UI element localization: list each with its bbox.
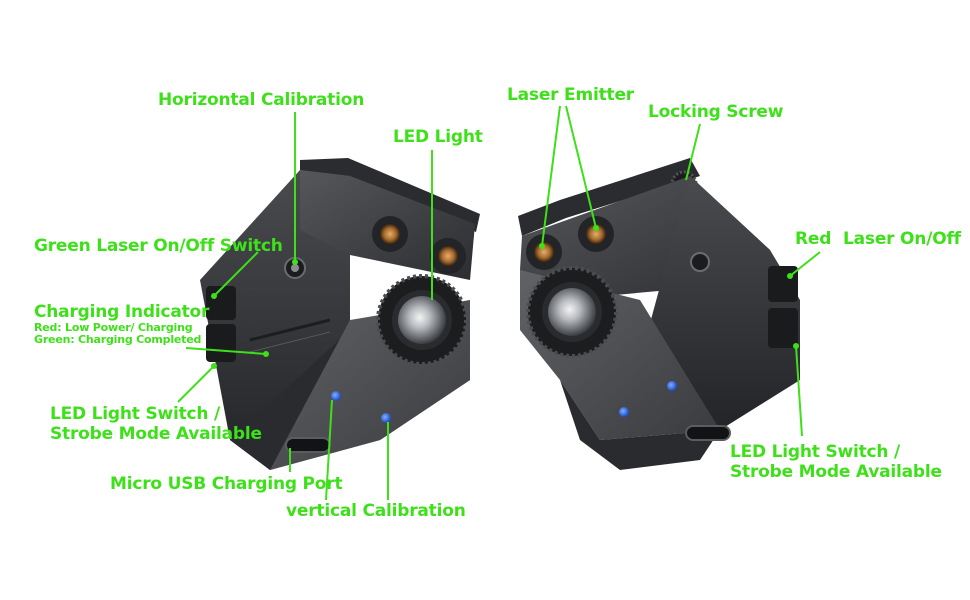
left-led-switch: [206, 324, 236, 362]
left-blue-led-1: [331, 391, 341, 401]
right-laser-emitter-1: [534, 242, 554, 262]
label-horizontal-calibration: Horizontal Calibration: [158, 90, 365, 110]
label-laser-emitter: Laser Emitter: [507, 85, 634, 105]
label-led-switch-left-2: Strobe Mode Available: [50, 424, 262, 444]
left-laser-switch: [206, 286, 236, 320]
label-laser-on-off: Laser On/Off: [843, 229, 961, 249]
right-laser-switch: [768, 266, 798, 302]
label-locking-screw: Locking Screw: [648, 102, 784, 122]
label-led-switch-right-1: LED Light Switch /: [730, 442, 901, 462]
right-blue-led-1: [667, 381, 677, 391]
right-laser-emitter-2: [586, 224, 606, 244]
left-laser-emitter-1: [380, 224, 400, 244]
left-usb-port: [285, 437, 331, 453]
left-blue-led-2: [381, 413, 391, 423]
leader-dots: [211, 225, 799, 369]
label-charging-green: Green: Charging Completed: [34, 333, 202, 346]
label-led-switch-left-1: LED Light Switch /: [50, 404, 221, 424]
left-laser-emitter-2: [438, 246, 458, 266]
label-charging-indicator: Charging Indicator: [34, 302, 210, 322]
label-charging-red: Red: Low Power/ Charging: [34, 321, 193, 334]
leader-lines: [177, 105, 821, 501]
right-led-switch: [768, 308, 798, 348]
left-led-lens: [398, 296, 446, 344]
label-vertical-calibration: vertical Calibration: [286, 501, 466, 521]
label-led-switch-right-2: Strobe Mode Available: [730, 462, 942, 482]
label-green-laser-switch: Green Laser On/Off Switch: [34, 236, 283, 256]
right-usb-port: [685, 425, 731, 441]
label-micro-usb: Micro USB Charging Port: [110, 474, 343, 494]
right-device: [518, 158, 800, 470]
label-red-word: Red: [795, 229, 832, 249]
label-led-light: LED Light: [393, 127, 483, 147]
right-led-lens: [548, 288, 596, 336]
right-blue-led-2: [619, 407, 629, 417]
